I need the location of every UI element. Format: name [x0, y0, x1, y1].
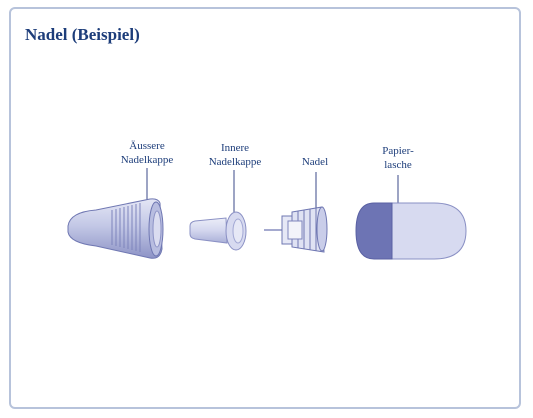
label-paper-tab-line2: lasche: [384, 159, 412, 171]
label-paper-tab: Papier- lasche: [353, 144, 443, 172]
label-needle-line1: Nadel: [301, 156, 329, 168]
label-outer-needle-cap: Äussere Nadelkappe: [102, 139, 192, 167]
label-outer-cap-line1: Äussere: [129, 140, 165, 152]
label-inner-cap-line1: Innere: [220, 142, 250, 154]
label-inner-cap-line2: Nadelkappe: [208, 156, 262, 168]
inner-needle-cap: [189, 211, 247, 251]
outer-needle-cap: [67, 198, 164, 259]
label-inner-needle-cap: Innere Nadelkappe: [190, 141, 280, 169]
paper-tab: [355, 202, 467, 260]
label-outer-cap-line2: Nadelkappe: [120, 154, 174, 166]
diagram-title: Nadel (Beispiel): [25, 25, 140, 44]
needle: [264, 206, 328, 253]
label-needle: Nadel: [270, 155, 360, 169]
label-paper-tab-line1: Papier-: [382, 145, 414, 157]
